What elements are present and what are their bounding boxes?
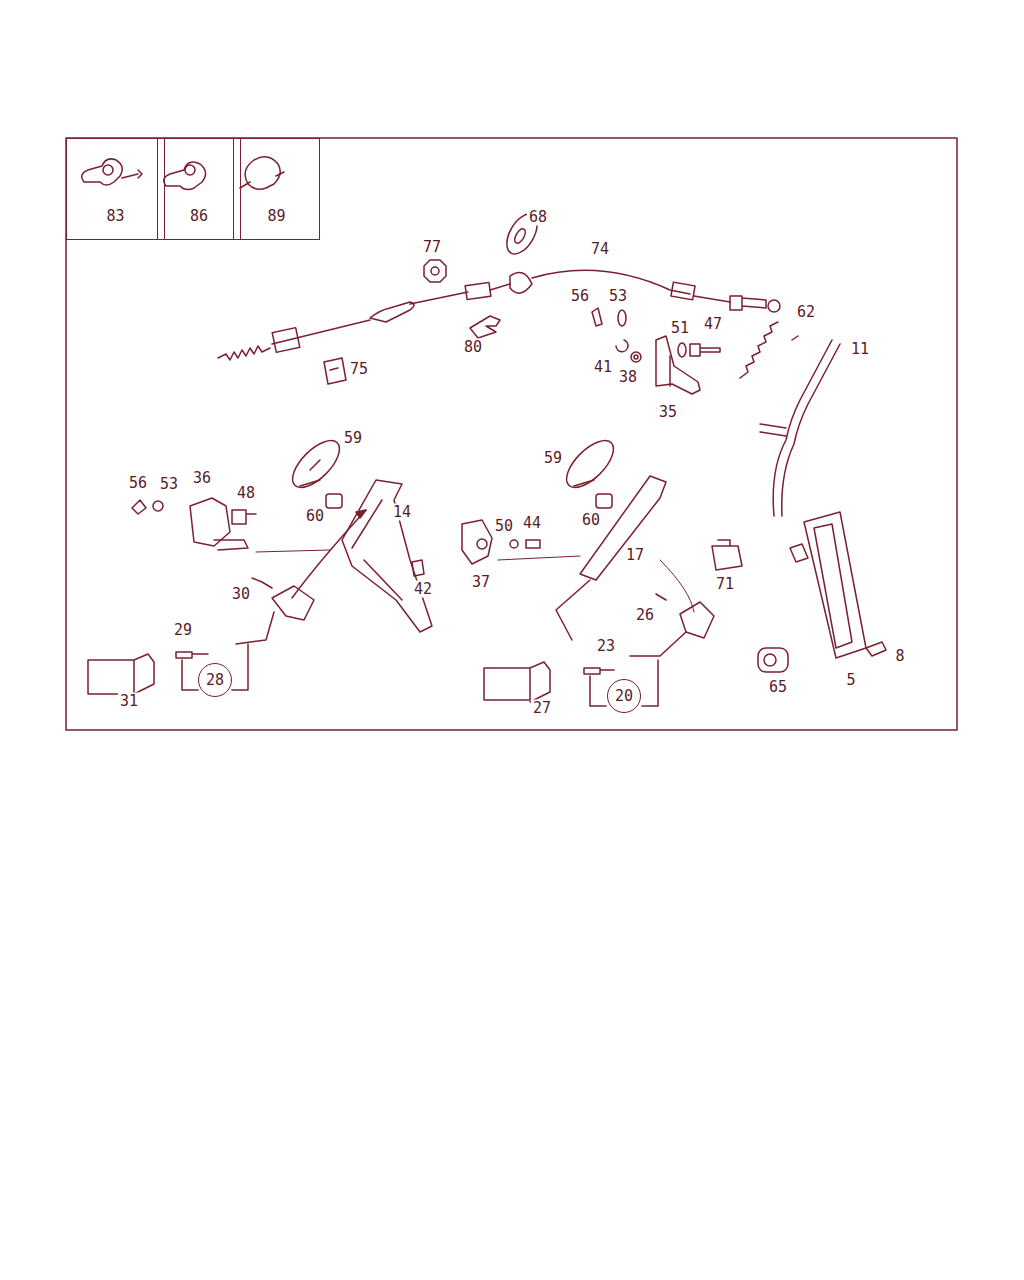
callout-number: 41 (592, 359, 614, 376)
callout-number: 29 (172, 622, 194, 639)
pedal-assembly-17 (462, 433, 694, 640)
callout-number: 89 (234, 207, 319, 225)
callout-number: 37 (470, 574, 492, 591)
callout-number: 8 (893, 648, 906, 665)
callout-number: 23 (595, 638, 617, 655)
spring-62 (740, 322, 798, 378)
callout-number: 56 (569, 288, 591, 305)
callout-number: 26 (634, 607, 656, 624)
callout-number: 38 (617, 369, 639, 386)
frame (66, 138, 957, 730)
inset-cell: 86 (157, 138, 241, 240)
inset-cell: 83 (66, 138, 165, 240)
throttle-cable (218, 270, 780, 360)
callout-number: 60 (304, 508, 326, 525)
callout-number: 31 (118, 693, 140, 710)
callout-number: 65 (767, 679, 789, 696)
bracket-35-parts (592, 308, 720, 394)
callout-number: 30 (230, 586, 252, 603)
callout-number: 28 (206, 671, 224, 689)
callout-number: 75 (348, 361, 370, 378)
callout-number: 74 (589, 241, 611, 258)
callout-number: 11 (849, 341, 871, 358)
callout-number: 71 (714, 576, 736, 593)
callout-number: 47 (702, 316, 724, 333)
callout-number: 59 (342, 430, 364, 447)
callout-number: 53 (158, 476, 180, 493)
callout-number: 51 (669, 320, 691, 337)
callout-number: 14 (391, 504, 413, 521)
callout-number: 48 (235, 485, 257, 502)
pedal-assembly-14 (256, 433, 432, 632)
callout-number: 62 (795, 304, 817, 321)
callout-number: 20 (615, 687, 633, 705)
callout-number: 83 (67, 207, 164, 225)
callout-number: 17 (624, 547, 646, 564)
connector-71 (712, 540, 742, 570)
sensor-right (484, 594, 714, 706)
inset-cell: 89 (233, 138, 320, 240)
callout-number: 35 (657, 404, 679, 421)
pedal-5 (790, 512, 886, 658)
callout-number: 59 (542, 450, 564, 467)
rod-11 (760, 340, 840, 516)
clip-icons (82, 157, 284, 190)
switch-65 (758, 648, 788, 672)
nut-77 (424, 260, 446, 282)
callout-number: 50 (493, 518, 515, 535)
callout-circle: 28 (198, 663, 232, 697)
clip-75 (324, 358, 346, 384)
callout-number: 56 (127, 475, 149, 492)
callout-number: 44 (521, 515, 543, 532)
callout-circle: 20 (607, 679, 641, 713)
callout-number: 5 (844, 672, 857, 689)
bearing-36 (132, 498, 256, 550)
callout-number: 77 (421, 239, 443, 256)
callout-number: 42 (412, 581, 434, 598)
callout-number: 60 (580, 512, 602, 529)
callout-number: 27 (531, 700, 553, 717)
callout-number: 68 (527, 209, 549, 226)
callout-number: 53 (607, 288, 629, 305)
callout-number: 86 (158, 207, 240, 225)
callout-number: 80 (462, 339, 484, 356)
clip-80 (470, 316, 500, 338)
callout-number: 36 (191, 470, 213, 487)
